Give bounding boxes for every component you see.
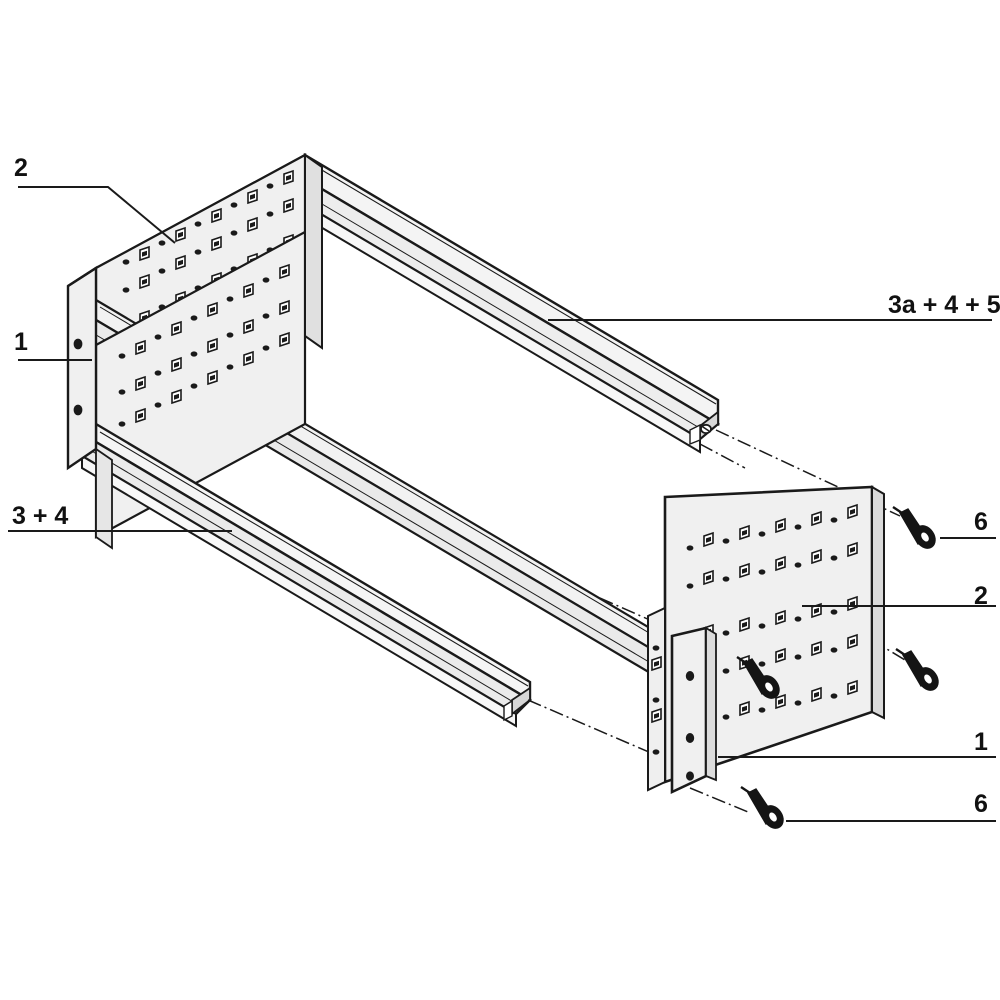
side-panel-right-rear [647, 606, 666, 792]
callout-6-upper-right: 6 [940, 508, 996, 539]
callout-6-lower-right: 6 [786, 790, 996, 822]
callout-leader-line [18, 186, 176, 244]
flange-hole [685, 733, 695, 743]
flange-hole [73, 404, 83, 416]
rail-top-rear [284, 152, 721, 454]
callout-label: 1 [14, 328, 28, 356]
callout-label: 3a + 4 + 5 [888, 291, 1000, 319]
callout-3a-plus-4-plus-5-right: 3a + 4 + 5 [548, 291, 1000, 321]
flange-hole [685, 671, 695, 681]
callout-3-plus-4-left: 3 + 4 [8, 502, 232, 532]
inner-rear-panel [304, 153, 323, 350]
axis-top-short [699, 443, 746, 469]
flange-hole [73, 338, 83, 350]
rail-bottom-front [80, 421, 532, 728]
callout-layer: 2 1 3 + 4 3a + 4 + 5 6 2 1 6 [8, 154, 1000, 822]
screw-center [736, 656, 780, 699]
callout-1-left: 1 [14, 328, 92, 361]
mounting-flange-left [66, 265, 98, 471]
screw-upper-right [892, 506, 936, 549]
callout-label: 1 [974, 728, 988, 756]
rail-base-left [95, 447, 113, 550]
screw-mid-right [895, 648, 939, 691]
flange-hole [686, 771, 694, 781]
callout-label: 2 [14, 154, 28, 182]
exploded-right-assembly [527, 429, 939, 829]
mounting-flange-right [670, 626, 717, 795]
callout-label: 3 + 4 [12, 502, 68, 530]
subrack-body [66, 152, 726, 728]
callout-2-top-left: 2 [14, 154, 176, 244]
callout-label: 2 [974, 582, 988, 610]
callout-1-right: 1 [718, 728, 996, 758]
callout-2-right: 2 [802, 582, 996, 610]
callout-label: 6 [974, 508, 988, 536]
axis-lower [689, 787, 749, 813]
screw-lower-right [740, 786, 784, 829]
callout-label: 6 [974, 790, 988, 818]
